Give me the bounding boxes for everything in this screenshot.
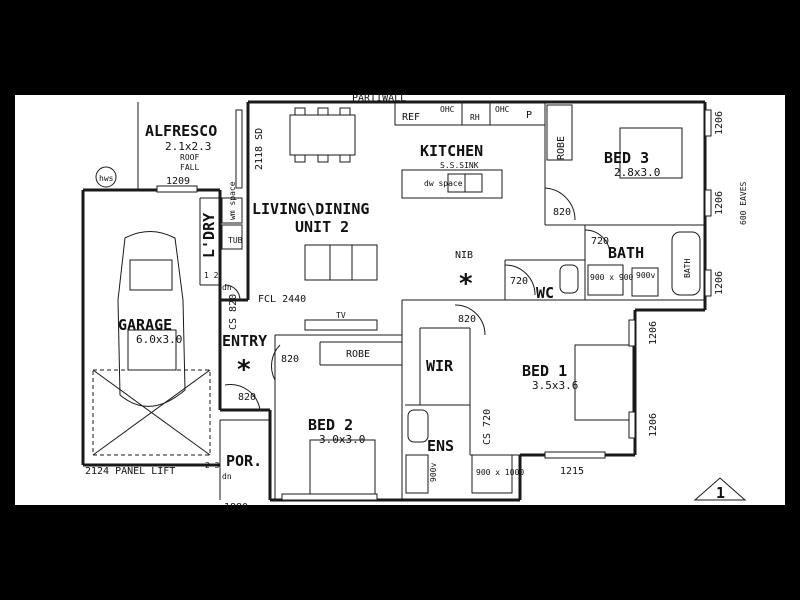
cooktop	[461, 102, 491, 126]
label-shower-bath: 900 x 900	[590, 273, 634, 282]
dining-table	[289, 114, 356, 156]
label-ens: ENS	[427, 437, 454, 455]
label-step-down: 2118 SD	[254, 128, 265, 170]
label-bottom-dim: 1880	[224, 502, 248, 513]
label-ohc1: OHC	[440, 105, 455, 114]
bed1-bed	[574, 344, 634, 421]
label-window-r3: 1206	[714, 271, 725, 295]
label-window-r1: 1206	[714, 111, 725, 135]
sofa	[304, 244, 378, 281]
label-alfresco-size: 2.1x2.3	[165, 140, 211, 153]
label-p: P	[526, 110, 532, 121]
label-unit: UNIT 2	[295, 218, 349, 236]
label-vanity-ens: 900v	[429, 463, 438, 482]
label-cs820: CS 820	[228, 294, 239, 330]
unit-marker	[693, 477, 747, 501]
label-nib: NIB	[455, 250, 473, 261]
label-door-bed3: 820	[553, 207, 571, 218]
label-tv: TV	[336, 311, 346, 320]
laundry-tub	[221, 224, 243, 250]
label-door-bed2: 820	[281, 354, 299, 365]
tv-unit	[304, 319, 378, 331]
label-garage: GARAGE	[118, 316, 172, 334]
asterisk-symbol-1: *	[458, 269, 474, 299]
label-fcl: FCL 2440	[258, 294, 306, 305]
garage-car	[92, 231, 211, 456]
label-unit-number: 1	[716, 484, 725, 502]
label-eaves: 600 EAVES	[739, 181, 748, 225]
label-living: LIVING\DINING	[252, 200, 369, 218]
label-dn1: dn	[222, 283, 232, 292]
label-window-r2: 1206	[714, 191, 725, 215]
asterisk-symbol-2: *	[236, 355, 252, 385]
bed2-bed	[309, 439, 376, 496]
label-garage-size: 6.0x3.0	[136, 333, 182, 346]
label-step12: 1 2	[204, 271, 219, 280]
bed3-bed	[619, 127, 683, 179]
label-shower-ens: 900 x 1000	[476, 468, 524, 477]
label-entry: ENTRY	[222, 332, 267, 350]
label-hws: hws	[99, 174, 114, 183]
wc-toilet	[559, 264, 579, 294]
label-tub: TUB	[228, 236, 243, 245]
label-bed3-size: 2.8x3.0	[614, 166, 660, 179]
label-robe-bed3: ROBE	[556, 136, 567, 160]
door-swings	[224, 187, 611, 411]
label-window-r4: 1206	[648, 321, 659, 345]
label-kitchen: KITCHEN	[420, 142, 483, 160]
bath-shower	[587, 264, 624, 296]
label-bed3: BED 3	[604, 149, 649, 167]
bath-tub	[671, 231, 701, 296]
bath-vanity	[631, 267, 659, 297]
laundry-wm	[221, 197, 243, 224]
label-panel-lift: 2124 PANEL LIFT	[85, 466, 175, 477]
windows	[156, 109, 712, 501]
label-cs720: CS 720	[482, 409, 493, 445]
label-dw: dw space	[424, 179, 463, 188]
label-bath: BATH	[608, 244, 644, 262]
label-door-wc: 720	[510, 276, 528, 287]
label-window-r5: 1206	[648, 413, 659, 437]
ens-vanity	[405, 454, 429, 494]
label-bath-tub: BATH	[683, 259, 692, 278]
bed3-robe	[546, 104, 573, 161]
label-fall: FALL	[180, 163, 199, 172]
label-vanity-bath: 900v	[636, 271, 655, 280]
label-wm: wm space	[228, 181, 237, 220]
label-door-entry: 820	[238, 392, 256, 403]
label-wc: WC	[536, 284, 554, 302]
label-partiwall: PARTIWALL	[352, 93, 406, 104]
hws-circle	[95, 166, 117, 188]
label-robe-bed2: ROBE	[346, 349, 370, 360]
label-por: POR.	[226, 452, 262, 470]
labels: PARTIWALL ALFRESCO 2.1x2.3 ROOF FALL 211…	[85, 93, 748, 513]
label-rh: RH	[470, 113, 480, 122]
label-bed1-size: 3.5x3.6	[532, 379, 578, 392]
label-ohc2: OHC	[495, 105, 510, 114]
label-wir: WIR	[426, 357, 454, 375]
ens-toilet	[407, 409, 429, 443]
label-door-bed1: 820	[458, 314, 476, 325]
label-ldry: L'DRY	[200, 213, 218, 258]
dining-chairs	[294, 107, 351, 163]
label-roof: ROOF	[180, 153, 199, 162]
ens-shower	[471, 454, 513, 494]
label-bed1: BED 1	[522, 362, 567, 380]
label-bed2: BED 2	[308, 416, 353, 434]
label-dn2: dn	[222, 472, 232, 481]
left-margin	[0, 95, 15, 505]
right-margin	[785, 95, 800, 505]
label-ref: REF	[402, 112, 420, 123]
label-bed2-size: 3.0x3.0	[319, 433, 365, 446]
label-door-bath: 720	[591, 236, 609, 247]
label-alfresco: ALFRESCO	[145, 122, 217, 140]
label-step23: 2 3	[205, 461, 220, 470]
label-sink: S.S.SINK	[440, 161, 479, 170]
label-window-bed1: 1215	[560, 466, 584, 477]
label-garage-width: 1209	[166, 176, 190, 187]
